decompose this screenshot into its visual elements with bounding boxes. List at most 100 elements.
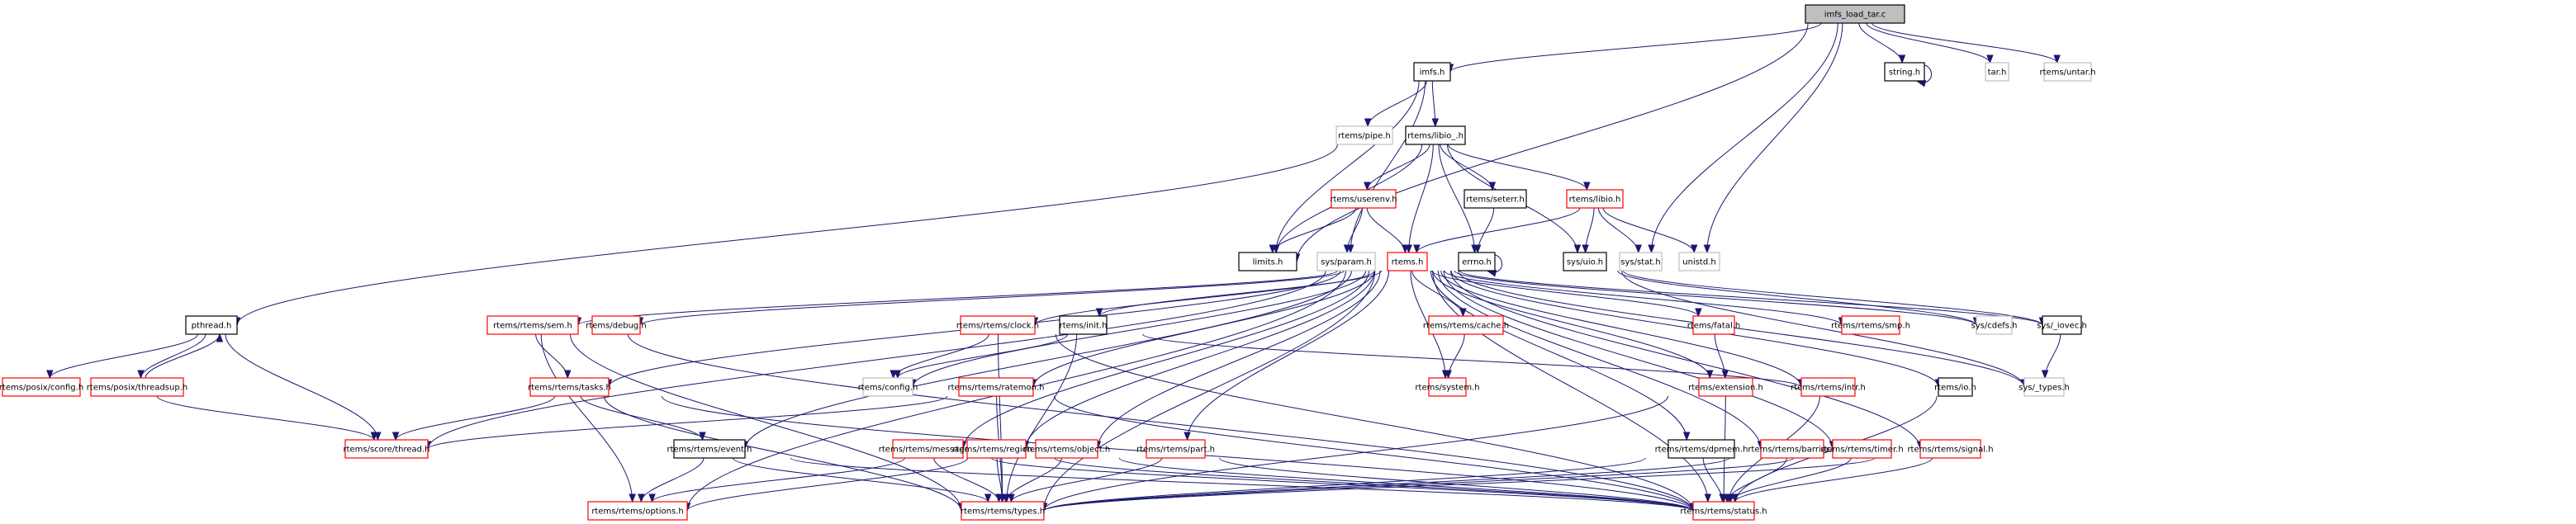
edge-sem-to-tasks: [535, 333, 572, 380]
node-errno[interactable]: errno.h: [1458, 252, 1496, 271]
node-label: rtems/io.h: [1934, 384, 1976, 393]
node-region[interactable]: rtems/rtems/region.h: [952, 439, 1041, 459]
node-seterr[interactable]: rtems/seterr.h: [1464, 189, 1527, 209]
arrowhead-icon: [1704, 493, 1712, 503]
node-label: rtems/rtems/smp.h: [1831, 322, 1910, 331]
node-imfs[interactable]: imfs.h: [1413, 62, 1451, 82]
node-string[interactable]: string.h: [1884, 62, 1925, 82]
node-libio_[interactable]: rtems/libio_.h: [1405, 125, 1466, 145]
edge-line: [1043, 457, 1876, 512]
arrowhead-icon: [1413, 244, 1421, 254]
node-label: rtems/rtems/object.h: [1023, 446, 1110, 455]
node-timer[interactable]: rtems/rtems/timer.h: [1820, 439, 1904, 459]
node-threadsup[interactable]: rtems/posix/threadsup.h: [87, 377, 187, 397]
edge-rtems-to-types_: [1458, 270, 2028, 389]
node-tasks[interactable]: rtems/rtems/tasks.h: [528, 377, 611, 397]
edge-object-to-rtypes: [1002, 457, 1062, 503]
node-box: [1566, 189, 1624, 209]
node-limits[interactable]: limits.h: [1238, 252, 1297, 271]
node-box: [673, 439, 746, 459]
node-box: [1413, 62, 1451, 82]
edge-userenv-to-param: [1343, 207, 1363, 254]
node-libio[interactable]: rtems/libio.h: [1566, 189, 1624, 209]
edge-line: [1447, 144, 1587, 191]
edge-imfs-to-libio_: [1431, 80, 1440, 128]
edge-line: [1438, 144, 1475, 253]
edge-rtems-to-event: [741, 270, 1352, 451]
node-event[interactable]: rtems/rtems/event.h: [667, 439, 752, 459]
node-label: rtems/fatal.h: [1687, 322, 1741, 331]
node-rtypes[interactable]: rtems/rtems/types.h: [961, 501, 1045, 521]
node-box: [1428, 315, 1504, 335]
edge-imfs-to-param: [1346, 80, 1426, 254]
edge-part-to-rtypes: [1008, 457, 1163, 503]
arrowhead-icon: [1916, 80, 1927, 87]
edge-line: [1043, 457, 1646, 512]
node-fatal[interactable]: rtems/fatal.h: [1687, 315, 1741, 335]
node-object[interactable]: rtems/rtems/object.h: [1023, 439, 1110, 459]
edge-rtems-to-sem: [574, 270, 1338, 327]
node-thread[interactable]: rtems/score/thread.h: [343, 439, 430, 459]
edge-seterr-to-errno: [1473, 207, 1495, 254]
node-dpmem[interactable]: rtems/rtems/dpmem.h: [1655, 439, 1748, 459]
node-options[interactable]: rtems/rtems/options.h: [587, 501, 688, 521]
edge-line: [1118, 457, 1694, 512]
arrowhead-icon: [629, 493, 636, 503]
arrowhead-icon: [46, 370, 54, 380]
edge-libio_-to-pthread: [233, 144, 1338, 327]
node-box: [1316, 252, 1376, 271]
edge-line: [1444, 270, 1843, 326]
node-label: string.h: [1889, 68, 1920, 78]
edge-event-to-options: [638, 457, 704, 503]
node-clock[interactable]: rtems/rtems/clock.h: [956, 315, 1039, 335]
node-ratemon[interactable]: rtems/rtems/ratemon.h: [947, 377, 1045, 397]
node-status[interactable]: rtems/rtems/status.h: [1680, 501, 1767, 521]
node-box: [591, 315, 641, 335]
node-message[interactable]: rtems/rtems/message.h: [879, 439, 977, 459]
node-box: [862, 377, 913, 397]
node-box: [1238, 252, 1297, 271]
node-box: [1938, 377, 1973, 397]
node-io[interactable]: rtems/io.h: [1934, 377, 1976, 397]
node-root[interactable]: imfs_load_tar.c: [1805, 4, 1905, 24]
node-label: rtems/rtems/event.h: [667, 446, 752, 455]
edges-layer: [46, 22, 2061, 512]
edge-rtems-to-cache: [1411, 270, 1467, 318]
node-part[interactable]: rtems/rtems/part.h: [1136, 439, 1215, 459]
node-init[interactable]: rtems/init.h: [1059, 315, 1108, 335]
node-uio[interactable]: sys/uio.h: [1563, 252, 1607, 271]
arrowhead-icon: [1727, 493, 1734, 503]
node-signal[interactable]: rtems/rtems/signal.h: [1907, 439, 1994, 459]
node-cache[interactable]: rtems/rtems/cache.h: [1423, 315, 1509, 335]
arrowhead-icon: [1364, 182, 1371, 191]
node-userenv[interactable]: rtems/userenv.h: [1330, 189, 1397, 209]
edge-dpmem-to-status: [1702, 457, 1726, 503]
edge-userenv-to-rtems: [1366, 207, 1409, 254]
node-barrier[interactable]: rtems/rtems/barrier.h: [1748, 439, 1837, 459]
edge-line: [1043, 457, 1730, 512]
arrowhead-icon: [1695, 308, 1702, 318]
edge-line: [1097, 270, 1381, 450]
node-system[interactable]: rtems/system.h: [1415, 377, 1480, 397]
node-pthread[interactable]: pthread.h: [185, 315, 238, 335]
node-smp[interactable]: rtems/rtems/smp.h: [1831, 315, 1910, 335]
node-rtems[interactable]: rtems.h: [1387, 252, 1428, 271]
edge-line: [1620, 270, 2025, 388]
edge-pthread-to-thread: [225, 333, 382, 441]
edge-line: [1098, 270, 1383, 317]
edge-line: [427, 270, 1326, 450]
arrowhead-icon: [648, 493, 656, 503]
node-box: [961, 501, 1045, 521]
node-label: imfs_load_tar.c: [1824, 11, 1886, 20]
node-debug[interactable]: rtems/debug.h: [586, 315, 647, 335]
node-extension[interactable]: rtems/extension.h: [1688, 377, 1763, 397]
node-posixconfig[interactable]: rtems/posix/config.h: [0, 377, 83, 397]
edge-cache-to-system: [1445, 333, 1465, 380]
arrowhead-icon: [1634, 244, 1642, 254]
node-label: rtems/libio_.h: [1407, 132, 1464, 141]
node-intr[interactable]: rtems/rtems/intr.h: [1791, 377, 1866, 397]
edge-line: [1043, 395, 1668, 512]
edge-line: [1858, 22, 1903, 64]
node-sem[interactable]: rtems/rtems/sem.h: [486, 315, 579, 335]
node-iovec[interactable]: sys/_iovec.h: [2037, 315, 2087, 335]
